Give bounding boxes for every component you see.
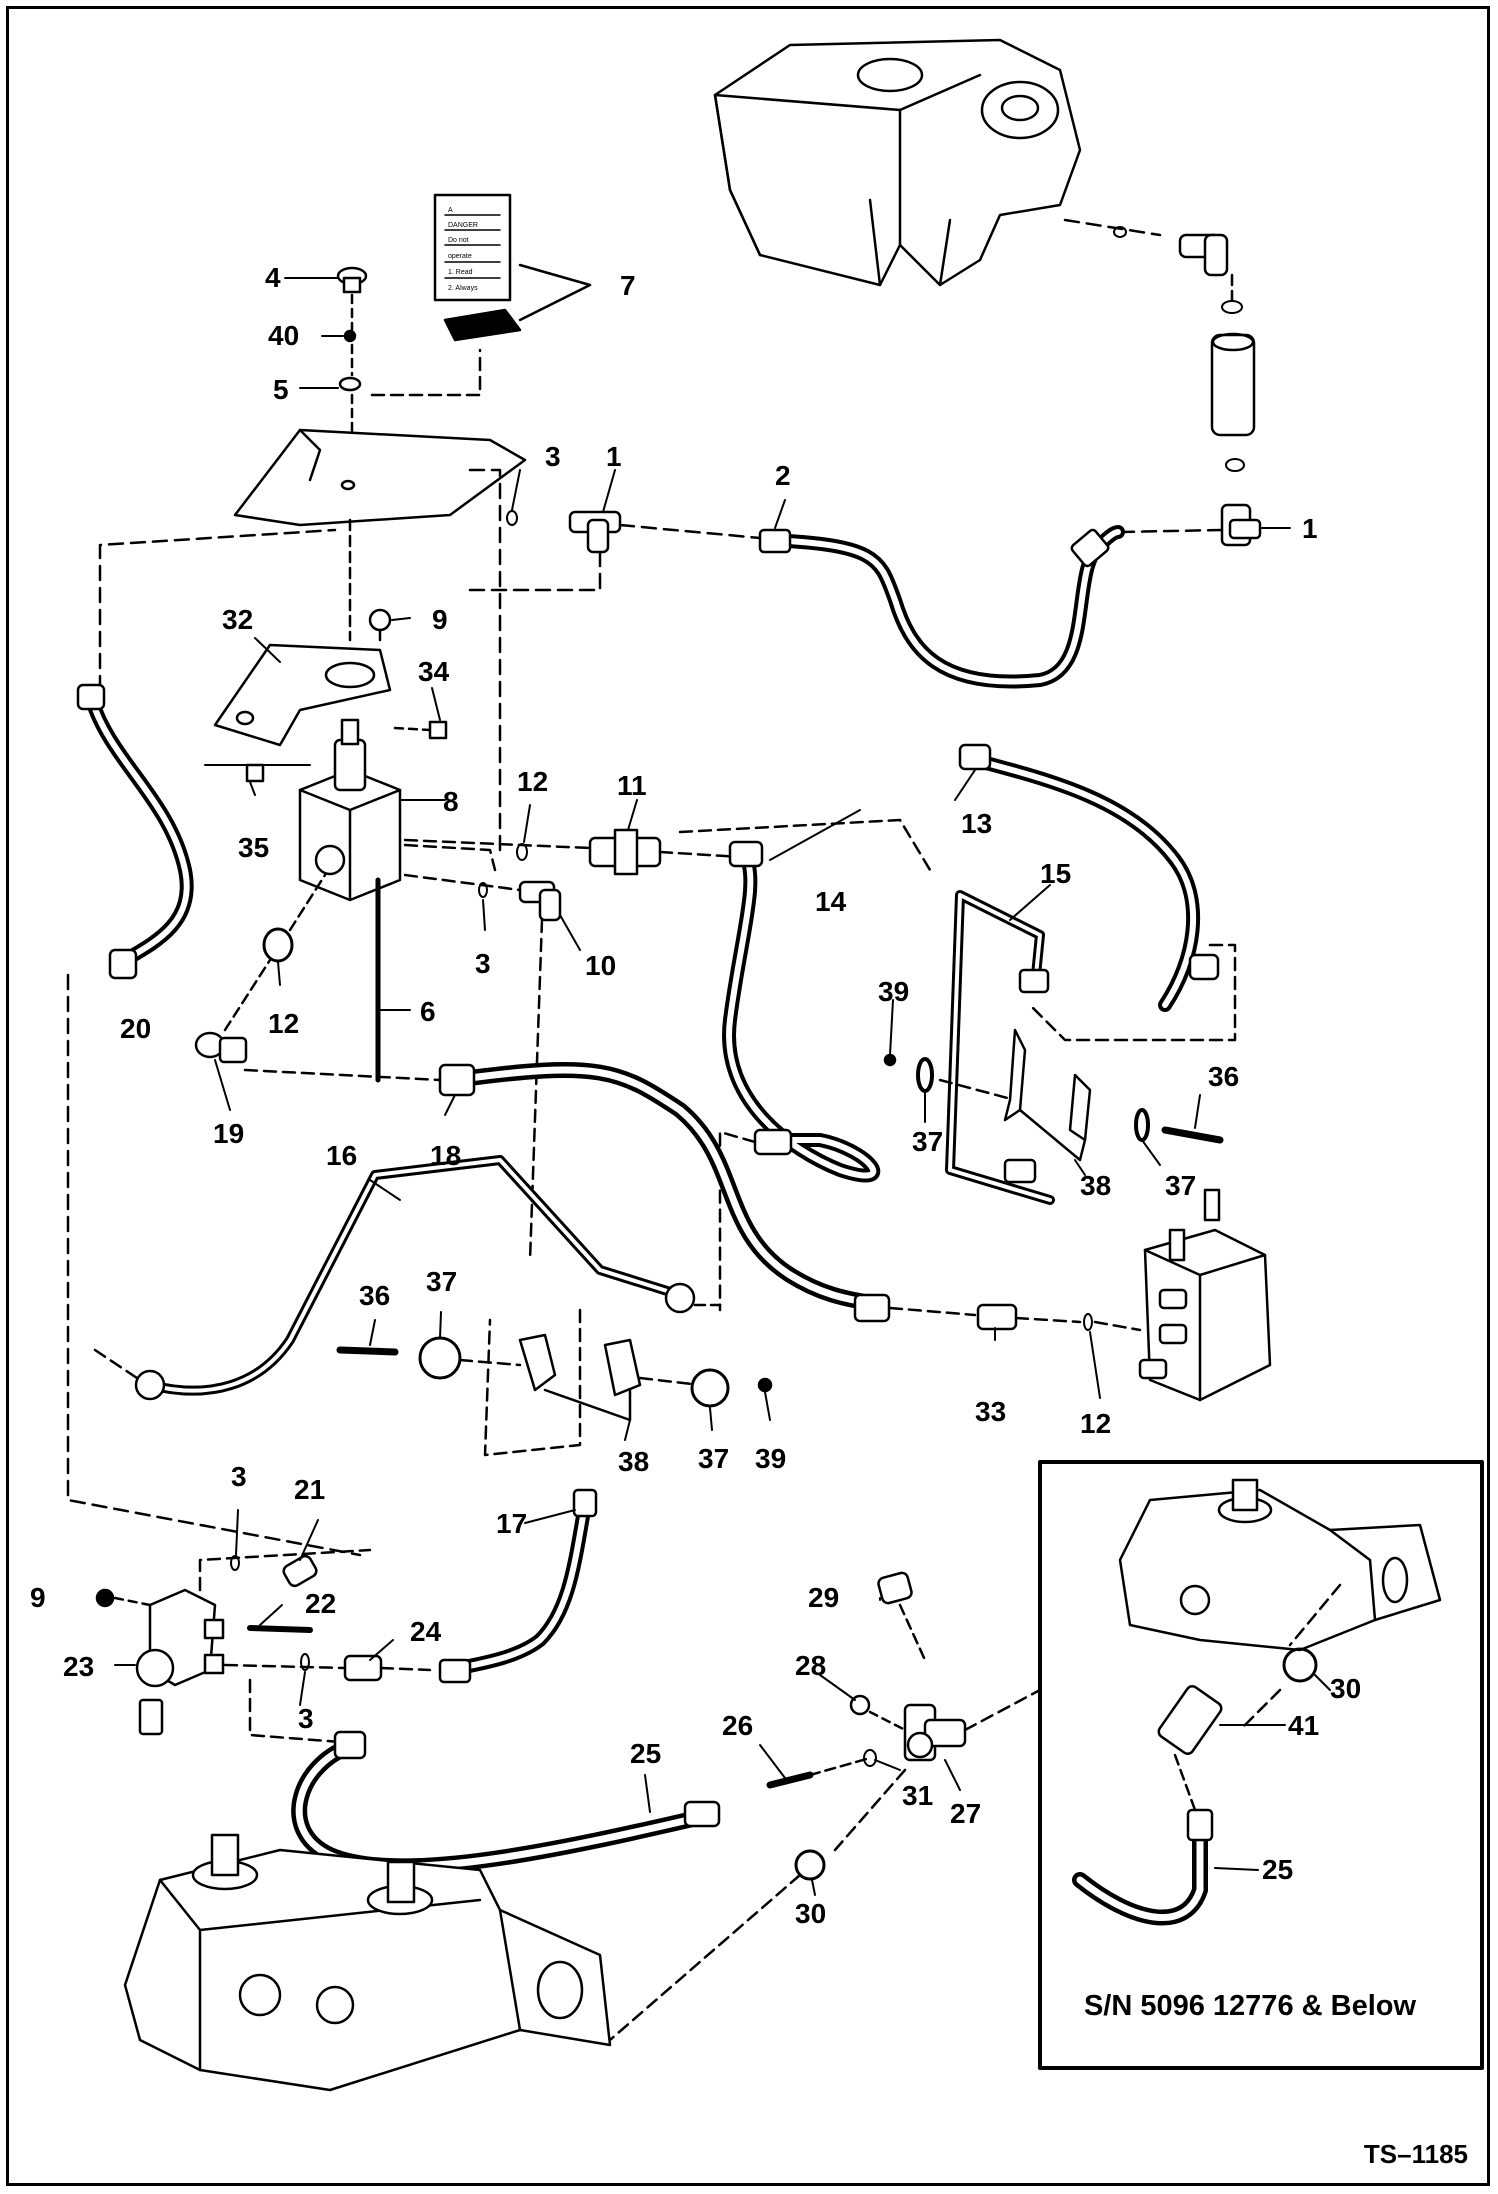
callout-21: 21 [294,1474,326,1505]
callout-10: 10 [585,950,617,981]
tube-15 [945,890,1055,1205]
callout-12: 12 [1080,1408,1112,1439]
callout-6: 6 [420,996,436,1027]
inset-caption: S/N 5096 12776 & Below [1083,1990,1417,2022]
callout-36: 36 [359,1280,391,1311]
callout-31: 31 [902,1780,934,1811]
adapter-11 [588,828,662,876]
decal-line-3: Do not [448,237,469,244]
callout-19: 19 [213,1118,245,1149]
callout-41: 41 [1288,1710,1320,1741]
callout-8: 8 [443,786,459,817]
callout-14: 14 [815,886,847,917]
callout-12: 12 [517,766,549,797]
callout-36: 36 [1208,1061,1240,1092]
tube-16 [134,1155,696,1401]
mounting-bracket [213,643,392,747]
callout-26: 26 [722,1710,754,1741]
callout-33: 33 [975,1396,1007,1427]
callout-39: 39 [755,1443,787,1474]
callout-15: 15 [1040,858,1072,889]
callout-27: 27 [950,1798,982,1829]
callout-3: 3 [298,1703,314,1734]
callout-37: 37 [426,1266,458,1297]
callout-38: 38 [618,1446,650,1477]
cover-plate [233,428,527,527]
callout-9: 9 [30,1582,46,1613]
callout-3: 3 [545,441,561,472]
callout-37: 37 [1165,1170,1197,1201]
callout-9: 9 [432,604,448,635]
callout-2: 2 [775,460,791,491]
callout-5: 5 [273,374,289,405]
callout-40: 40 [268,320,300,351]
elbow-19 [194,1031,248,1064]
control-valve [1138,1188,1272,1402]
callout-11: 11 [617,770,647,801]
callout-29: 29 [808,1582,840,1613]
callout-38: 38 [1080,1170,1112,1201]
hydrostatic-pump [123,1833,612,2092]
tee-fitting-right [1220,503,1262,547]
decal-line-1: A [448,207,453,214]
drawing-id: TS–1185 [1363,2139,1468,2169]
decal-line-4: operate [448,253,472,260]
callout-20: 20 [120,1013,152,1044]
tank-elbow-fitting [1178,233,1229,277]
tee-fitting-27 [903,1703,967,1762]
callout-22: 22 [305,1588,337,1619]
callout-28: 28 [795,1650,827,1681]
callout-17: 17 [496,1508,528,1539]
decal-line-6: 2. Always [448,285,478,292]
adapter-41 [1157,1685,1223,1755]
relief-valve-block [298,718,402,902]
callout-30: 30 [795,1898,827,1929]
inset-pump [1118,1478,1442,1652]
elbow-10 [518,880,562,922]
callout-18: 18 [430,1140,462,1171]
valve-block-23 [135,1588,225,1736]
callout-12: 12 [268,1008,300,1039]
callout-13: 13 [961,808,993,839]
callout-4: 4 [265,262,281,293]
callout-34: 34 [418,656,450,687]
callout-39: 39 [878,976,910,1007]
decal-line-5: 1. Read [448,269,473,276]
callout-25: 25 [630,1738,662,1769]
callout-1: 1 [1302,513,1318,544]
callout-3: 3 [475,948,491,979]
tee-fitting-top [568,510,622,554]
callout-23: 23 [63,1651,95,1682]
callout-16: 16 [326,1140,358,1171]
callout-25: 25 [1262,1854,1294,1885]
callout-24: 24 [410,1616,442,1647]
callout-37: 37 [698,1443,730,1474]
callout-3: 3 [231,1461,247,1492]
callout-30: 30 [1330,1673,1362,1704]
callout-1: 1 [606,441,622,472]
callout-37: 37 [912,1126,944,1157]
decal-line-2: DANGER [448,222,478,229]
callout-7: 7 [620,270,636,301]
hydraulic-tank [713,38,1082,287]
inline-filter [1210,332,1256,437]
callout-35: 35 [238,832,270,863]
callout-32: 32 [222,604,254,635]
safety-decal [433,193,522,342]
